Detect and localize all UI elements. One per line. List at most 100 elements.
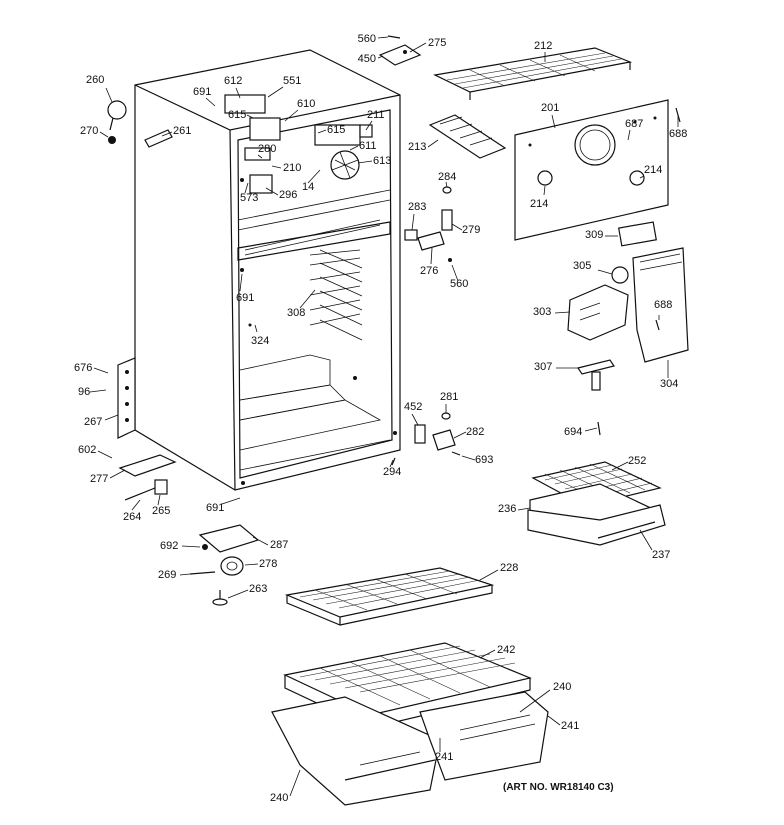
part-label-14: 14	[302, 181, 314, 193]
crisper-drawer-right	[419, 691, 549, 781]
part-label-212: 212	[534, 40, 552, 52]
leader-line-228	[479, 569, 499, 581]
label-309	[618, 221, 657, 247]
part-label-280: 280	[258, 143, 276, 155]
leader-line-14	[307, 169, 321, 184]
part-label-241: 241	[435, 751, 453, 763]
leader-line-560	[451, 264, 459, 282]
leader-line-691	[221, 497, 241, 505]
part-label-610: 610	[297, 98, 315, 110]
leader-line-265	[157, 494, 161, 506]
part-label-308: 308	[287, 307, 305, 319]
part-label-294: 294	[383, 466, 401, 478]
shelf-228	[284, 567, 495, 626]
part-label-241: 241	[561, 720, 579, 732]
part-label-269: 269	[158, 569, 176, 581]
leader-line-560	[377, 36, 389, 39]
leader-line-308	[299, 289, 316, 309]
leader-line-214	[543, 185, 546, 196]
part-label-688: 688	[654, 299, 672, 311]
part-label-240: 240	[270, 792, 288, 804]
part-label-214: 214	[644, 164, 662, 176]
leader-line-691	[205, 97, 216, 107]
leader-line-264	[131, 499, 141, 511]
part-label-282: 282	[466, 426, 484, 438]
leader-line-296	[265, 187, 279, 196]
bottom-hinge-277	[118, 454, 177, 477]
leader-line-303	[554, 311, 571, 314]
leader-line-615	[246, 114, 254, 119]
leader-line-324	[254, 324, 258, 333]
part-label-452: 452	[404, 401, 422, 413]
part-label-276: 276	[420, 265, 438, 277]
side-bracket-267	[117, 357, 136, 439]
leader-line-276	[430, 247, 433, 265]
part-label-691: 691	[193, 86, 211, 98]
art-number-caption: (ART NO. WR18140 C3)	[503, 782, 614, 793]
leader-line-452	[411, 413, 419, 426]
leader-line-283	[411, 213, 415, 231]
part-label-687: 687	[625, 118, 643, 130]
part-label-551: 551	[283, 75, 301, 87]
part-label-263: 263	[249, 583, 267, 595]
leader-line-691	[239, 273, 243, 292]
leader-line-280	[257, 154, 263, 159]
leader-line-236	[517, 507, 531, 511]
part-label-287: 287	[270, 539, 288, 551]
part-label-284: 284	[438, 171, 456, 183]
leader-line-692	[181, 545, 201, 548]
leader-line-612	[235, 87, 241, 99]
freezer-shelf-212	[433, 47, 633, 100]
leader-line-241	[547, 715, 561, 726]
part-label-240: 240	[553, 681, 571, 693]
leveling-leg-265	[124, 479, 168, 501]
ice-tray-213	[428, 114, 507, 159]
leader-line-450	[377, 55, 384, 59]
leader-line-211	[365, 120, 373, 131]
leader-line-270	[99, 131, 109, 138]
leader-line-240	[519, 689, 551, 713]
leader-line-242	[479, 649, 496, 659]
part-label-305: 305	[573, 260, 591, 272]
leader-line-282	[453, 431, 467, 439]
part-label-694: 694	[564, 426, 582, 438]
leader-line-287	[252, 536, 269, 546]
leader-line-676	[93, 367, 109, 374]
part-label-676: 676	[74, 362, 92, 374]
part-label-265: 265	[152, 505, 170, 517]
part-label-211: 211	[367, 109, 385, 121]
part-label-560: 560	[358, 33, 376, 45]
part-label-611: 611	[359, 140, 377, 152]
part-label-264: 264	[123, 511, 141, 523]
part-label-307: 307	[534, 361, 552, 373]
part-label-691: 691	[206, 502, 224, 514]
leader-line-267	[104, 414, 119, 421]
part-label-277: 277	[90, 473, 108, 485]
small-parts-lower	[391, 412, 601, 466]
leader-line-275	[409, 42, 427, 53]
control-assembly	[567, 247, 689, 391]
leader-line-278	[244, 563, 259, 566]
part-label-96: 96	[78, 386, 90, 398]
part-label-278: 278	[259, 558, 277, 570]
part-label-236: 236	[498, 503, 516, 515]
leader-line-201	[551, 114, 556, 129]
part-label-260: 260	[86, 74, 104, 86]
leader-line-610	[284, 109, 299, 122]
part-label-242: 242	[497, 644, 515, 656]
part-label-692: 692	[160, 540, 178, 552]
part-label-573: 573	[240, 192, 258, 204]
part-label-560: 560	[450, 278, 468, 290]
part-label-303: 303	[533, 306, 551, 318]
leader-line-260	[105, 87, 113, 103]
evaporator-cover-201	[514, 99, 669, 241]
leader-line-277	[109, 469, 126, 479]
leader-line-214	[639, 175, 645, 179]
leader-line-613	[357, 160, 373, 164]
leader-line-305	[597, 269, 613, 275]
leader-line-694	[584, 427, 598, 432]
leader-line-294	[389, 459, 394, 468]
leader-line-252	[611, 461, 629, 471]
leader-line-261	[161, 131, 173, 137]
